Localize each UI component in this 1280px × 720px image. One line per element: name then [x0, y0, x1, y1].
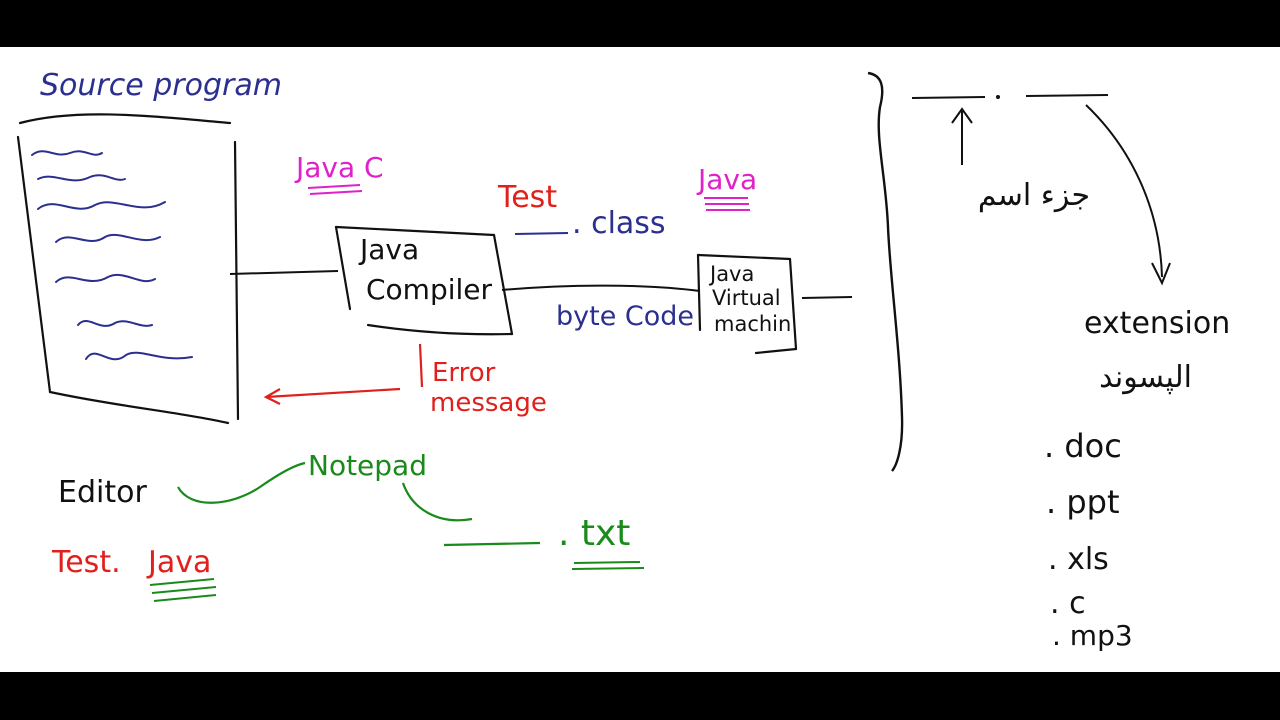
persian-name-label: جزء اسم — [978, 178, 1090, 213]
error-drop-line — [418, 343, 424, 388]
txt-extension: . txt — [558, 513, 630, 554]
name-dot — [996, 95, 1000, 99]
ext-ppt: . ppt — [1046, 483, 1120, 521]
notepad-label: Notepad — [308, 449, 427, 482]
extension-label: extension — [1084, 306, 1230, 341]
ext-blank — [1025, 94, 1109, 97]
source-to-compiler-line — [229, 270, 339, 275]
editor-label: Editor — [58, 475, 147, 510]
class-file-extension: . class — [572, 206, 666, 241]
java-compiler-box — [334, 225, 514, 336]
java-command: Java — [696, 163, 757, 196]
filename-part2: Java — [146, 545, 211, 580]
txt-blank — [443, 541, 541, 547]
javac-underline — [307, 184, 363, 195]
javac-command: Java C — [294, 151, 384, 184]
filename-part1: Test. — [51, 545, 121, 580]
compiler-label-line1: Java — [358, 233, 419, 266]
txt-underline — [571, 561, 645, 570]
error-label-line2: message — [430, 388, 547, 418]
whiteboard: Source program Java Compiler Java C Test… — [0, 47, 1280, 672]
jvm-label-line3: machin — [714, 312, 791, 336]
jvm-output-line — [801, 296, 853, 299]
compiler-label-line2: Compiler — [366, 273, 493, 306]
compiler-to-jvm-line — [501, 284, 701, 292]
ext-doc: . doc — [1044, 427, 1122, 465]
source-program-title: Source program — [40, 68, 282, 103]
class-file-blank — [514, 232, 569, 235]
diagram-canvas: Source program Java Compiler Java C Test… — [16, 68, 1230, 652]
error-arrow-head — [263, 388, 281, 405]
jvm-label-line2: Virtual — [712, 286, 781, 310]
ext-xls: . xls — [1048, 542, 1109, 577]
curly-brace — [867, 71, 904, 472]
editor-to-notepad-curve — [177, 461, 306, 504]
source-code-lines — [31, 150, 193, 361]
jvm-box — [696, 253, 798, 355]
ext-arrow-head — [1151, 262, 1171, 286]
ext-c: . c — [1050, 586, 1086, 621]
error-label-line1: Error — [432, 358, 496, 388]
jvm-label-line1: Java — [708, 262, 754, 286]
persian-ext-label: الپسوند — [1099, 360, 1192, 395]
ext-mp3: . mp3 — [1052, 619, 1133, 652]
name-arrow-head — [951, 107, 973, 124]
class-file-name: Test — [497, 180, 557, 215]
error-arrow-line — [265, 387, 401, 399]
filename-underline — [149, 578, 217, 602]
name-blank — [911, 96, 986, 99]
java-command-underline — [704, 197, 750, 211]
source-program-scroll — [16, 113, 240, 425]
notepad-to-txt-curve — [401, 482, 473, 522]
bytecode-label: byte Code — [556, 301, 694, 332]
ext-arrow-line — [1085, 104, 1163, 278]
